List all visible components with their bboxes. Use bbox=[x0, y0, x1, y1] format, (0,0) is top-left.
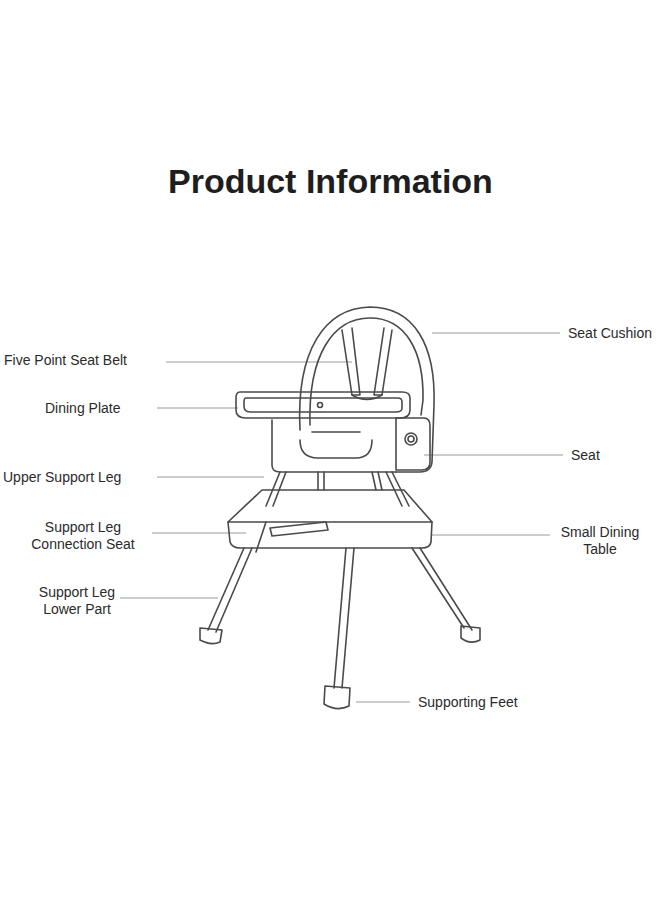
part-label: Supporting Feet bbox=[418, 694, 518, 711]
part-label: Upper Support Leg bbox=[3, 469, 121, 486]
part-label: Support Leg Connection Seat bbox=[20, 519, 146, 553]
part-label: Five Point Seat Belt bbox=[4, 352, 127, 369]
part-label: Seat Cushion bbox=[568, 325, 652, 342]
part-label: Small Dining Table bbox=[554, 524, 646, 558]
part-label: Seat bbox=[571, 447, 600, 464]
leader-lines bbox=[120, 333, 563, 702]
part-label: Dining Plate bbox=[45, 400, 121, 417]
part-label: Support Leg Lower Part bbox=[34, 584, 120, 618]
page-title: Product Information bbox=[168, 162, 493, 201]
chair-drawing bbox=[200, 307, 480, 709]
